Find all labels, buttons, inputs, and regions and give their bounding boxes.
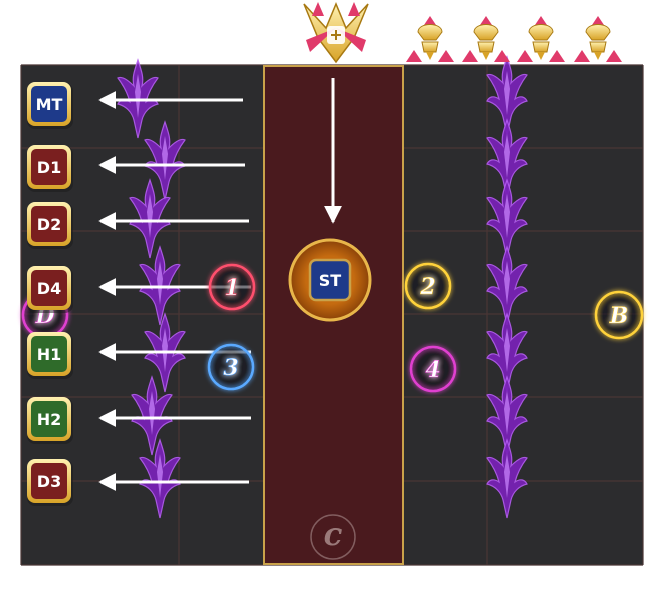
player-label: H1 [37, 345, 62, 364]
player-token-h1: H1 [27, 332, 73, 379]
hooded-add-icon [462, 16, 510, 62]
player-label: D4 [37, 279, 61, 298]
player-token-h2: H2 [27, 397, 73, 444]
player-label: H2 [37, 410, 62, 429]
center-player-label: ST [319, 271, 342, 290]
center-player-marker: ST [288, 238, 372, 322]
winged-boss-icon [303, 2, 369, 64]
player-token-d3: D3 [27, 459, 73, 506]
player-token-mt: MT [27, 82, 73, 129]
player-label: D1 [37, 158, 61, 177]
waymark-4: 4 [409, 345, 457, 393]
waymark-label: 1 [224, 275, 239, 301]
waymark-label: B [609, 303, 629, 329]
waymark-label: 2 [419, 274, 435, 300]
player-token-d1: D1 [27, 145, 73, 192]
player-token-d2: D2 [27, 202, 73, 249]
add-group [406, 16, 622, 62]
player-token-d4: D4 [27, 266, 73, 313]
waymark-1: 1 [208, 263, 256, 311]
hooded-add-icon [406, 16, 454, 62]
waymark-label: 3 [223, 355, 238, 381]
player-label: D2 [37, 215, 61, 234]
waymark-3: 3 [207, 343, 255, 391]
hooded-add-icon [517, 16, 565, 62]
waymark-label: 4 [425, 357, 440, 383]
waymark-b: B [594, 290, 644, 340]
player-label: D3 [37, 472, 61, 491]
waymark-c: C [310, 514, 356, 560]
waymark-2: 2 [404, 262, 452, 310]
waymark-label: C [324, 525, 342, 551]
hooded-add-icon [574, 16, 622, 62]
player-label: MT [36, 95, 63, 114]
